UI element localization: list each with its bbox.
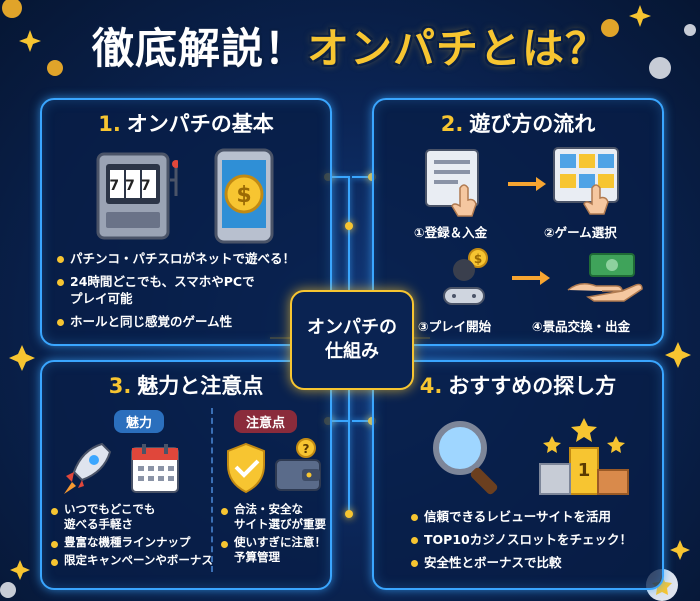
connector-line bbox=[328, 420, 348, 422]
page-title: 徹底解説！ オンパチとは？ bbox=[60, 10, 640, 80]
svg-text:$: $ bbox=[474, 252, 482, 266]
star-decoration bbox=[670, 540, 690, 560]
center-line1: オンパチの bbox=[307, 317, 397, 338]
wallet-question-icon: ? bbox=[275, 438, 321, 491]
section-heading-text: おすすめの探し方 bbox=[448, 374, 617, 398]
connector-node bbox=[345, 510, 353, 518]
silver-orb-decoration bbox=[649, 57, 671, 79]
list-item: 使いすぎに注意！ 予算管理 bbox=[220, 535, 330, 565]
section-heading-text: オンパチの基本 bbox=[126, 112, 274, 136]
list-item-line: プレイ可能 bbox=[70, 291, 133, 306]
section-heading-text: 魅力と注意点 bbox=[137, 374, 264, 398]
shield-check-icon bbox=[227, 442, 265, 494]
flow-arrow bbox=[508, 177, 546, 191]
slot-reels-text: 777 bbox=[109, 178, 156, 194]
star-decoration bbox=[10, 560, 30, 580]
section-basics-panel: 1.オンパチの基本 777 $ パチンコ・パチスロがネットで遊べる！ 24時間ど… bbox=[40, 98, 332, 346]
registration-form-icon bbox=[425, 149, 479, 217]
flow-step-label: ①登録＆入金 bbox=[414, 225, 488, 240]
list-item: いつでもどこでも 遊べる手軽さ bbox=[50, 502, 218, 532]
connector-line bbox=[328, 176, 348, 178]
section-number: 2. bbox=[440, 112, 464, 136]
connector-line bbox=[352, 176, 372, 178]
section-flow-heading: 2.遊び方の流れ bbox=[374, 108, 662, 138]
flow-step-label: ④景品交換・出金 bbox=[532, 319, 631, 334]
svg-text:?: ? bbox=[303, 442, 310, 456]
gold-coin-decoration bbox=[47, 60, 63, 76]
magnifier-icon bbox=[433, 421, 498, 495]
list-item: 限定キャンペーンやボーナス bbox=[50, 553, 218, 568]
list-item: ホールと同じ感覚のゲーム性 bbox=[56, 313, 324, 330]
connector-line bbox=[348, 386, 350, 516]
section-number: 3. bbox=[108, 374, 132, 398]
section-number: 4. bbox=[419, 374, 443, 398]
connector-node bbox=[345, 222, 353, 230]
flow-arrow bbox=[512, 271, 550, 285]
star-decoration bbox=[19, 30, 41, 52]
section-flow-panel: 2.遊び方の流れ ①登録＆入金 ②ゲーム選択 $ ③プレイ開始 ④景品交換・出金 bbox=[372, 98, 664, 346]
search-bullet-list: 信頼できるレビューサイトを活用 TOP10カジノスロットをチェック！ 安全性とボ… bbox=[410, 508, 654, 577]
calendar-icon bbox=[131, 444, 179, 493]
basics-bullet-list: パチンコ・パチスロがネットで遊べる！ 24時間どこでも、スマホやPCで プレイ可… bbox=[56, 250, 324, 336]
list-item: 信頼できるレビューサイトを活用 bbox=[410, 508, 654, 525]
flow-step-label: ③プレイ開始 bbox=[418, 319, 492, 334]
star-decoration bbox=[665, 342, 691, 368]
silver-orb-decoration bbox=[0, 582, 16, 598]
section-basics-heading: 1.オンパチの基本 bbox=[42, 108, 330, 138]
svg-text:$: $ bbox=[236, 183, 251, 208]
list-item: 豊富な機種ラインナップ bbox=[50, 535, 218, 550]
rocket-icon bbox=[64, 442, 112, 494]
title-part2: オンパチとは？ bbox=[307, 23, 609, 73]
gold-coin-decoration bbox=[601, 19, 619, 37]
list-item: 安全性とボーナスで比較 bbox=[410, 554, 654, 571]
center-mechanism-box: オンパチの 仕組み bbox=[290, 290, 414, 390]
game-selection-icon bbox=[553, 147, 619, 215]
smartphone-coin-icon: $ bbox=[214, 148, 274, 244]
podium-trophy-icon: 1 bbox=[539, 418, 629, 495]
list-item-line: 24時間どこでも、スマホやPCで bbox=[70, 274, 255, 289]
center-line2: 仕組み bbox=[325, 341, 379, 362]
flow-step-label: ②ゲーム選択 bbox=[544, 225, 617, 240]
caution-badge: 注意点 bbox=[234, 410, 298, 433]
list-item-line: 遊べる手軽さ bbox=[64, 517, 133, 531]
section-appeal-heading: 3.魅力と注意点 bbox=[42, 370, 330, 400]
gold-coin-decoration bbox=[2, 0, 22, 18]
connector-line bbox=[352, 420, 372, 422]
list-item: パチンコ・パチスロがネットで遊べる！ bbox=[56, 250, 324, 267]
section-number: 1. bbox=[98, 112, 121, 136]
slot-machine-icon: 777 bbox=[96, 152, 178, 240]
star-decoration bbox=[629, 5, 651, 27]
list-item-line: サイト選びが重要 bbox=[234, 517, 326, 531]
star-decoration bbox=[9, 345, 35, 371]
list-item: TOP10カジノスロットをチェック！ bbox=[410, 531, 654, 548]
list-item: 合法・安全な サイト選びが重要 bbox=[220, 502, 330, 532]
list-item-line: 使いすぎに注意！ bbox=[234, 535, 326, 549]
merits-bullet-list: いつでもどこでも 遊べる手軽さ 豊富な機種ラインナップ 限定キャンペーンやボーナ… bbox=[50, 502, 218, 571]
list-item-line: 合法・安全な bbox=[234, 502, 303, 516]
section-appeal-panel: 3.魅力と注意点 魅力 注意点 ? いつでもどこでも 遊べる手軽さ 豊富な bbox=[40, 360, 332, 590]
divider bbox=[211, 408, 213, 572]
cautions-bullet-list: 合法・安全な サイト選びが重要 使いすぎに注意！ 予算管理 bbox=[220, 502, 330, 568]
section-search-heading: 4.おすすめの探し方 bbox=[374, 370, 662, 400]
merit-badge: 魅力 bbox=[114, 410, 165, 433]
list-item-line: いつでもどこでも bbox=[64, 502, 156, 516]
podium-rank-text: 1 bbox=[578, 460, 591, 481]
list-item: 24時間どこでも、スマホやPCで プレイ可能 bbox=[56, 273, 324, 307]
section-search-panel: 4.おすすめの探し方 1 信頼できるレビューサイトを活用 TOP10カジノスロッ… bbox=[372, 360, 664, 590]
gamer-controller-icon: $ bbox=[443, 248, 488, 305]
silver-orb-decoration bbox=[684, 24, 696, 36]
prize-money-hand-icon bbox=[567, 253, 643, 302]
section-heading-text: 遊び方の流れ bbox=[469, 112, 596, 136]
list-item-line: 予算管理 bbox=[234, 550, 280, 564]
connector-line bbox=[348, 176, 350, 290]
title-part1: 徹底解説！ bbox=[91, 23, 307, 73]
